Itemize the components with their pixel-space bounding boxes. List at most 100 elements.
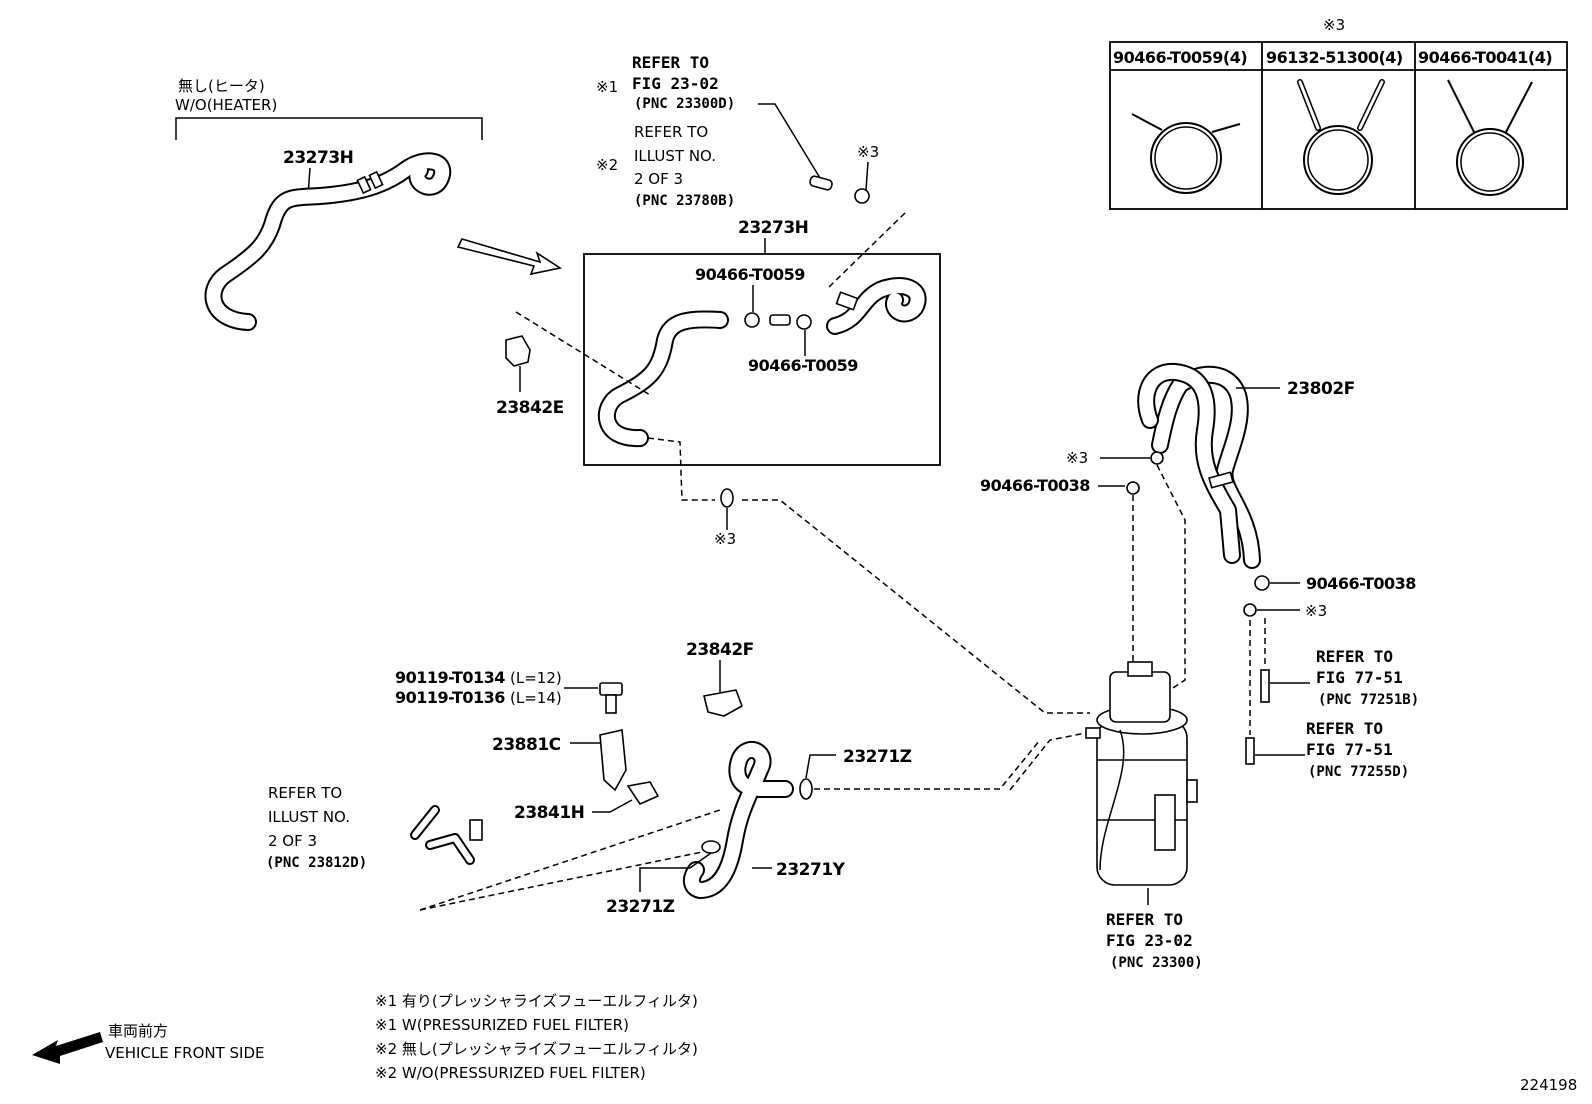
ref-line: 2 OF 3 [268,832,317,850]
ref-line: FIG 77-51 [1316,668,1403,687]
part-label-23842E: 23842E [496,398,564,418]
front-arrow-icon [32,1032,103,1064]
ref-line: (PNC 23780B) [634,193,735,209]
clamp-icon [854,188,870,204]
heater-label-jp: 無し(ヒータ) [178,77,265,95]
front-label-en: VEHICLE FRONT SIDE [105,1044,265,1062]
hose-23273H-left [204,152,452,331]
mark-3-mid: ※3 [714,530,736,548]
part-length-90119-T0134: (L=12) [510,669,562,687]
detail-box [583,253,941,466]
clamp-90466-T0041-icon [1447,79,1533,196]
ref-line: ILLUST NO. [268,808,350,826]
ref-line: 2 OF 3 [634,170,683,188]
dash-line [419,851,703,911]
ref-line: FIG 23-02 [632,74,719,93]
ref-line: REFER TO [1106,910,1183,929]
legend-line: ※1 有り(プレッシャライズフューエルフィルタ) [375,992,698,1010]
clamp-icon [799,778,813,800]
ref-fig7751-a: REFER TO FIG 77-51 (PNC 77251B) [1316,647,1419,708]
bracket-23842F [703,689,743,717]
clamp-icon [720,488,734,508]
clamp-table-col-3: 90466-T0041(4) [1418,48,1552,67]
ref-line: (PNC 23812D) [266,855,367,871]
legend-line: ※2 W/O(PRESSURIZED FUEL FILTER) [375,1064,646,1082]
dash-line [515,311,651,396]
bolt-90119 [599,682,623,714]
dash-line [827,212,906,289]
clamp-table-col-1: 90466-T0059(4) [1113,48,1247,67]
ref-line: REFER TO [634,123,708,141]
fuel-pump-assembly [1085,661,1198,886]
part-label-23271Y: 23271Y [776,860,846,880]
clamp-90466-T0059-icon [1131,113,1241,194]
clamp-icon [796,314,812,330]
clamp-icon [1243,603,1257,617]
ref-mark-2: ※2 [596,156,618,174]
legend-line: ※1 W(PRESSURIZED FUEL FILTER) [375,1016,629,1034]
hose-23802F [1137,363,1261,569]
clamp-96132-51300-icon [1297,79,1385,195]
ref-line: (PNC 23300) [1110,955,1203,971]
mark-3-top: ※3 [857,143,879,161]
leader-mark3-top [865,161,869,191]
clamp-icon [1254,575,1270,591]
pipe-end [809,175,833,191]
clamp-table-header-mark: ※3 [1323,16,1345,34]
legend-line: ※2 無し(プレッシャライズフューエルフィルタ) [375,1040,698,1058]
part-label-23271Z-a: 23271Z [843,747,912,767]
leader-23841H [592,799,633,813]
part-label-23802F: 23802F [1287,379,1355,399]
ref-fig7751-b: REFER TO FIG 77-51 (PNC 77255D) [1306,719,1409,780]
mark-3-right: ※3 [1305,602,1327,620]
ref-line: REFER TO [1316,647,1393,666]
part-label-90466-T0059-a: 90466-T0059 [695,265,805,284]
ref-line: (PNC 77255D) [1308,764,1409,780]
part-label-90119-T0136: 90119-T0136 [395,688,505,707]
part-label-90466-T0059-b: 90466-T0059 [748,356,858,375]
part-label-90466-T0038-a: 90466-T0038 [980,476,1090,495]
bracket-23842E [505,335,531,367]
clamp-icon [701,840,721,854]
pipe-end [1245,737,1255,765]
pipe-end [1260,669,1270,703]
part-label-23841H: 23841H [514,803,584,823]
part-label-23273H-box: 23273H [738,218,808,238]
clamp-icon [1126,481,1140,495]
dash-line [419,809,721,911]
clamp-table: 90466-T0059(4) 96132-51300(4) 90466-T004… [1109,41,1568,210]
bracket-23841H [626,781,660,806]
bracket-23881C [599,729,627,792]
ref-fig2302-bottom: REFER TO FIG 23-02 (PNC 23300) [1106,910,1203,971]
ref-line: ILLUST NO. [634,147,716,165]
front-label-jp: 車両前方 [108,1022,168,1040]
clamp-icon [1150,451,1164,465]
arrow-icon [456,238,563,276]
dash-line [1009,732,1087,791]
dash-line [647,437,715,501]
part-label-23842F: 23842F [686,640,754,660]
ref-line: FIG 77-51 [1306,740,1393,759]
dash-line [1156,464,1186,691]
leader-fig2302-top [758,103,821,179]
hose-23273H-box [597,277,927,447]
part-label-23273H-left: 23273H [283,148,353,168]
ref-mark-1: ※1 [596,78,618,96]
part-label-23271Z-b: 23271Z [606,897,675,917]
part-label-90466-T0038-b: 90466-T0038 [1306,574,1416,593]
clamp-table-col-2: 96132-51300(4) [1266,48,1403,67]
part-label-23881C: 23881C [492,735,561,755]
part-label-90119-T0134: 90119-T0134 [395,668,505,687]
dash-line [742,499,1090,714]
ref-line: FIG 23-02 [1106,931,1193,950]
pipe-23812D [410,805,483,865]
hose-23271Y [682,741,794,899]
heater-group-label: 無し(ヒータ) W/O(HEATER) [175,77,483,140]
clamp-icon [744,312,760,328]
mark-3-right-top: ※3 [1066,449,1088,467]
heater-label-en: W/O(HEATER) [175,96,277,114]
ref-line: REFER TO [632,53,709,72]
ref-line: REFER TO [1306,719,1383,738]
